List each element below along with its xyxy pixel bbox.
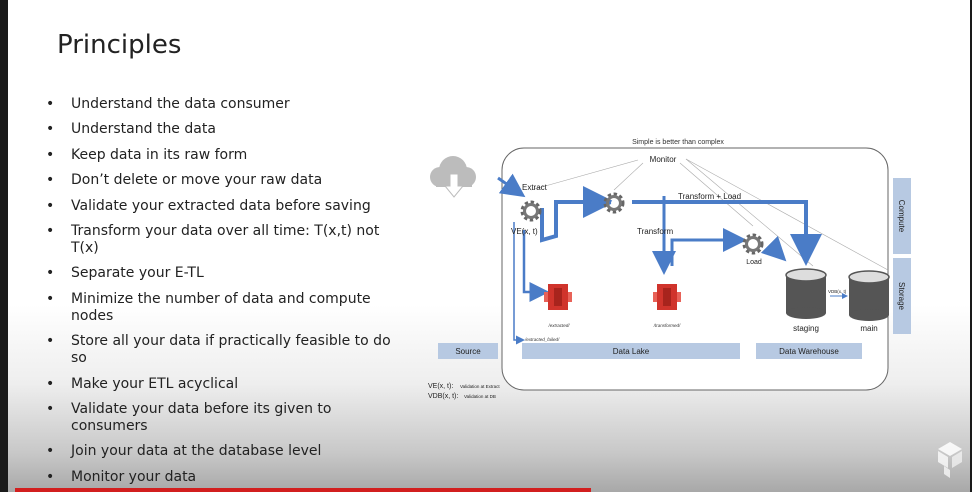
slide: Principles Understand the data consumer … <box>8 0 970 492</box>
legend-ve-text: Validation at Extract <box>460 384 500 389</box>
legend-vdb-text: Validation at DB <box>464 394 496 399</box>
compute-band <box>893 178 911 254</box>
legend-ve-symbol: VE(x, t): <box>428 383 453 390</box>
extracted-label: /extracted/ <box>547 323 570 328</box>
data-warehouse-band <box>756 343 862 359</box>
storage-band <box>893 258 911 334</box>
s3-transformed-icon <box>653 284 681 310</box>
video-progress-bar[interactable] <box>15 488 591 492</box>
bullet-item: Minimize the number of data and compute … <box>46 291 406 325</box>
extract-gear-icon <box>523 203 539 219</box>
bullet-item: Validate your extracted data before savi… <box>46 198 406 215</box>
diagram-caption: Simple is better than complex <box>632 139 724 146</box>
flow-arrows <box>497 173 848 345</box>
bullet-item: Understand the data consumer <box>46 96 406 113</box>
cloud-source-icon <box>430 156 476 198</box>
slide-title: Principles <box>57 30 182 60</box>
bullet-item: Understand the data <box>46 121 406 138</box>
bullet-item: Transform your data over all time: T(x,t… <box>46 223 406 257</box>
staging-label: staging <box>793 324 819 333</box>
logo-cube-icon <box>938 442 962 478</box>
source-label: Source <box>455 347 481 356</box>
compute-label: Compute <box>897 200 906 233</box>
transform-gear-icon <box>606 195 622 211</box>
transformed-label: /transformed/ <box>653 323 681 328</box>
bullet-item: Store all your data if practically feasi… <box>46 333 406 367</box>
extract-label: Extract <box>522 183 548 192</box>
main-label: main <box>860 324 877 333</box>
transform-load-label: Transform + Load <box>678 192 741 201</box>
bullet-item: Separate your E-TL <box>46 265 406 282</box>
vdb-label: VDB(x, t) <box>828 289 847 294</box>
load-gear-icon <box>745 236 761 252</box>
bullet-item: Monitor your data <box>46 469 406 486</box>
ve-label: VE(x, t) <box>511 227 538 236</box>
data-warehouse-label: Data Warehouse <box>779 347 839 356</box>
data-lake-label: Data Lake <box>613 347 650 356</box>
bullet-item: Keep data in its raw form <box>46 147 406 164</box>
load-label: Load <box>746 259 762 266</box>
s3-extracted-icon <box>544 284 572 310</box>
extracted-failed-label: /extracted_failed/ <box>524 337 560 342</box>
bullet-item: Validate your data before its given to c… <box>46 401 406 435</box>
staging-database-icon <box>785 268 827 319</box>
transform-label: Transform <box>637 227 673 236</box>
data-lake-band <box>522 343 740 359</box>
bullet-item: Join your data at the database level <box>46 443 406 460</box>
main-database-icon <box>848 270 890 321</box>
bullet-item: Don’t delete or move your raw data <box>46 172 406 189</box>
storage-label: Storage <box>897 282 906 311</box>
source-band <box>438 343 498 359</box>
etl-diagram: Simple is better than complex Monitor <box>428 139 911 400</box>
principles-list: Understand the data consumer Understand … <box>46 96 406 492</box>
bullet-item: Make your ETL acyclical <box>46 376 406 393</box>
monitor-label: Monitor <box>650 155 677 164</box>
legend-vdb-symbol: VDB(x, t): <box>428 393 458 400</box>
